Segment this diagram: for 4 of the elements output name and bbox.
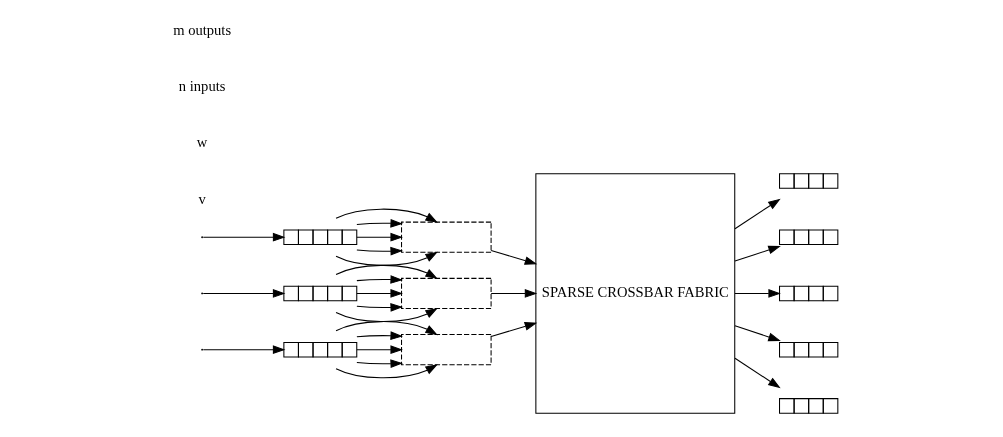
label: v xyxy=(198,190,206,207)
label: w xyxy=(196,134,208,151)
label: n inputs xyxy=(178,78,226,95)
label: m outputs xyxy=(173,21,232,38)
